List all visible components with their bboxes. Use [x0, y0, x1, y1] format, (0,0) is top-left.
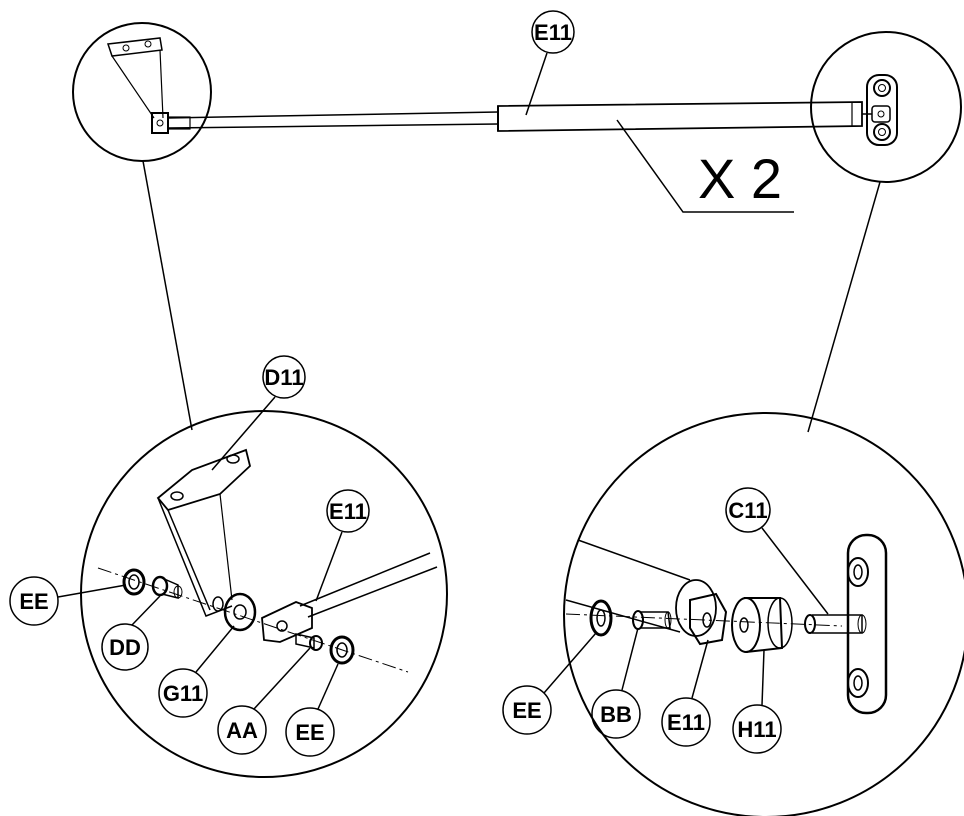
label-c11: C11 — [728, 498, 767, 523]
callout-e11-right: E11 — [661, 639, 711, 747]
bracket-d11 — [156, 448, 252, 617]
callout-c11: C11 — [725, 487, 829, 615]
label-ee-left1: EE — [19, 589, 48, 614]
label-e11-right: E11 — [667, 710, 705, 735]
label-g11: G11 — [163, 681, 203, 706]
callout-h11: H11 — [732, 649, 782, 754]
label-e11-top: E11 — [534, 20, 572, 45]
callout-e11-left: E11 — [315, 489, 370, 602]
strut-left-end — [261, 552, 438, 643]
callout-ee-right: EE — [502, 632, 597, 735]
part-ee-left2 — [329, 635, 355, 665]
strut-overview: E11 X 2 — [72, 10, 962, 433]
callout-d11: D11 — [211, 355, 306, 471]
callout-g11: G11 — [158, 625, 235, 718]
strut-rod — [167, 111, 499, 130]
axis-line-right — [565, 613, 843, 627]
quantity-callout: X 2 — [616, 119, 794, 213]
label-d11: D11 — [264, 365, 303, 390]
part-aa — [295, 633, 323, 651]
detail-circle-right-small — [810, 31, 962, 183]
mounting-plate-small — [862, 74, 898, 146]
bracket-small — [106, 37, 169, 134]
leader-right — [807, 181, 881, 433]
callout-bb: BB — [591, 627, 641, 739]
callout-dd: DD — [101, 595, 161, 671]
label-e11-left: E11 — [329, 499, 367, 524]
left-detail: D11 E11 EE DD G11 AA — [9, 355, 448, 778]
callout-e11-top: E11 — [525, 10, 575, 116]
part-ee-right — [589, 599, 613, 637]
part-ee-left1 — [122, 568, 146, 596]
detail-circle-right-large — [563, 412, 964, 816]
label-dd: DD — [109, 635, 141, 660]
callout-ee-left2: EE — [285, 663, 339, 757]
part-h11 — [731, 597, 793, 653]
strut-right-end — [565, 539, 717, 637]
label-bb: BB — [600, 702, 632, 727]
right-detail: C11 EE BB E11 H11 — [502, 412, 964, 816]
callout-aa: AA — [217, 647, 311, 755]
callout-ee-left1: EE — [9, 576, 127, 626]
strut-cylinder — [497, 101, 863, 132]
label-ee-left2: EE — [295, 720, 324, 745]
label-aa: AA — [226, 718, 258, 743]
part-c11 — [804, 533, 888, 715]
part-e11-eyelet — [689, 592, 728, 646]
label-ee-right: EE — [512, 698, 541, 723]
quantity-label: X 2 — [698, 147, 782, 210]
leader-left — [142, 160, 193, 431]
part-g11 — [223, 592, 257, 632]
part-spacer-small — [212, 596, 224, 612]
detail-circle-left-small — [72, 22, 212, 162]
label-h11: H11 — [737, 717, 776, 742]
detail-circle-left-large — [80, 410, 448, 778]
part-dd — [151, 575, 183, 599]
